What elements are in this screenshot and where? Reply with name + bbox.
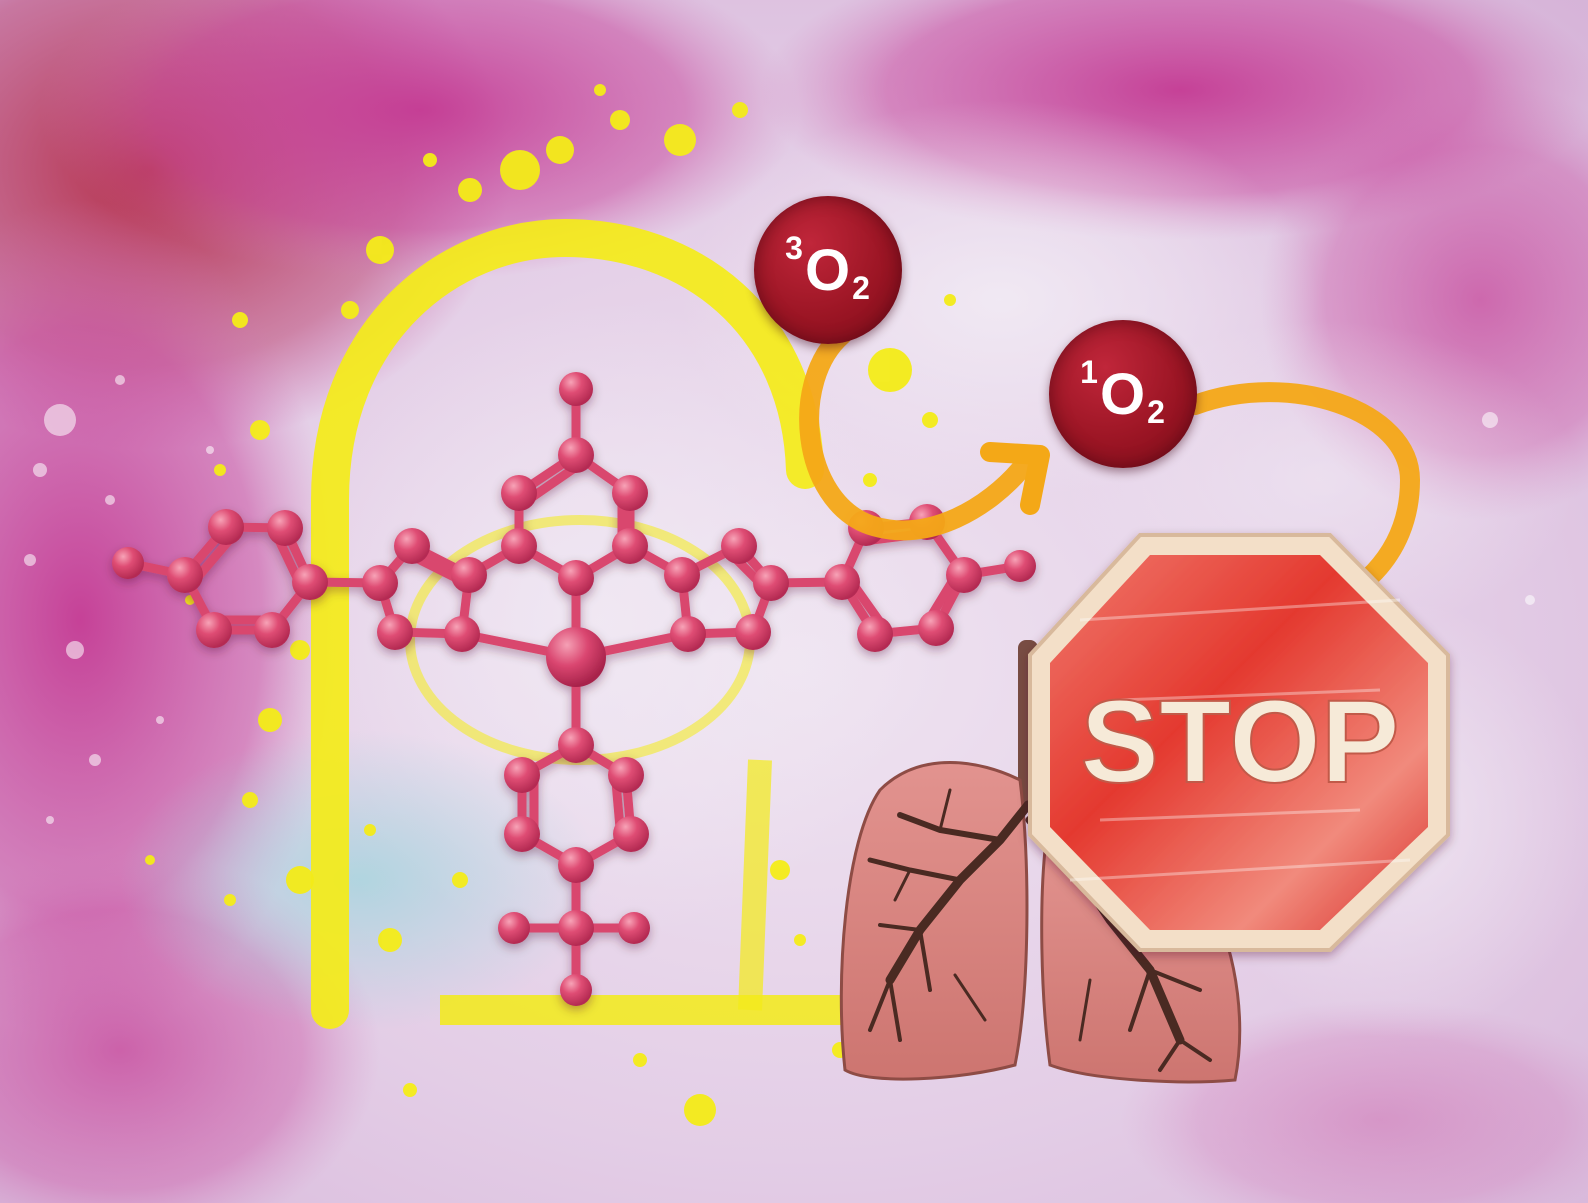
- triplet-element: O: [804, 237, 852, 303]
- singlet-superscript: 1: [1080, 353, 1099, 390]
- stop-sign-text: STOP: [1080, 676, 1399, 808]
- singlet-subscript: 2: [1147, 393, 1166, 430]
- triplet-subscript: 2: [852, 269, 871, 306]
- triplet-superscript: 3: [785, 229, 804, 266]
- singlet-element: O: [1099, 361, 1147, 427]
- metal-center-atom: [546, 627, 606, 687]
- stop-sign-icon: STOP: [1028, 533, 1450, 952]
- yellow-splash: [145, 84, 956, 1126]
